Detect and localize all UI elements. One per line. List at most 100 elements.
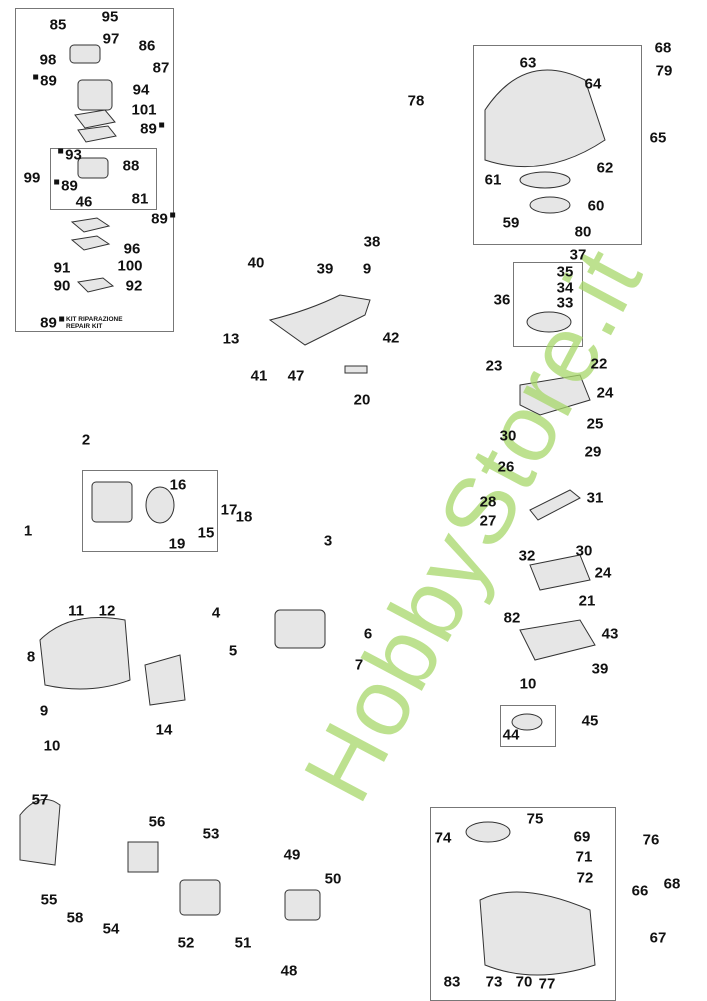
callout: 55 bbox=[40, 891, 58, 909]
callout: 78 bbox=[407, 92, 425, 110]
callout: 71 bbox=[575, 848, 593, 866]
callout: 12 bbox=[98, 602, 116, 620]
callout: 86 bbox=[138, 37, 156, 55]
callout: 25 bbox=[586, 415, 604, 433]
callout: 9 bbox=[362, 260, 372, 278]
carburetor bbox=[179, 879, 221, 916]
callout: 29 bbox=[584, 443, 602, 461]
flywheel-box bbox=[513, 262, 583, 347]
piston bbox=[145, 486, 175, 524]
crankshaft bbox=[529, 489, 581, 521]
callout: 68 bbox=[654, 39, 672, 57]
callout: 89 bbox=[140, 121, 164, 138]
diaphragm bbox=[70, 217, 111, 233]
callout: 80 bbox=[574, 223, 592, 241]
clutch bbox=[511, 713, 543, 731]
callout: 6 bbox=[363, 625, 373, 643]
starter-box bbox=[473, 45, 642, 245]
callout: 4 bbox=[211, 604, 221, 622]
callout: 39 bbox=[591, 660, 609, 678]
callout: 37 bbox=[569, 246, 587, 264]
callout: 69 bbox=[573, 828, 591, 846]
callout: 14 bbox=[155, 721, 173, 739]
callout: 63 bbox=[519, 54, 537, 72]
callout: 100 bbox=[117, 257, 143, 275]
callout: 46 bbox=[75, 193, 93, 211]
callout: 97 bbox=[102, 30, 120, 48]
callout: 32 bbox=[518, 547, 536, 565]
callout: 70 bbox=[515, 973, 533, 991]
callout: 56 bbox=[148, 813, 166, 831]
callout: 15 bbox=[197, 524, 215, 542]
air-filter-cover bbox=[19, 798, 61, 866]
callout: 42 bbox=[382, 329, 400, 347]
callout: 26 bbox=[497, 458, 515, 476]
carburetor-top bbox=[69, 44, 101, 64]
insulator bbox=[284, 889, 321, 921]
callout: 94 bbox=[132, 81, 150, 99]
callout: 17 bbox=[220, 501, 238, 519]
callout: 30 bbox=[499, 427, 517, 445]
callout: 16 bbox=[169, 476, 187, 494]
callout: 89 bbox=[33, 73, 57, 90]
callout: 18 bbox=[235, 508, 253, 526]
callout: 43 bbox=[601, 625, 619, 643]
kit-note-number: 89 bbox=[40, 315, 64, 332]
callout: 64 bbox=[584, 75, 602, 93]
callout: 44 bbox=[502, 726, 520, 744]
callout: 30 bbox=[575, 542, 593, 560]
kit-note-en: REPAIR KIT bbox=[66, 323, 103, 330]
callout: 61 bbox=[484, 171, 502, 189]
crankcase-lower bbox=[529, 554, 591, 591]
callout: 47 bbox=[287, 367, 305, 385]
callout: 51 bbox=[234, 934, 252, 952]
callout: 9 bbox=[39, 702, 49, 720]
callout: 39 bbox=[316, 260, 334, 278]
spark-plug bbox=[344, 365, 368, 374]
fuel-tank bbox=[479, 891, 596, 976]
callout: 22 bbox=[590, 355, 608, 373]
callout: 33 bbox=[556, 294, 574, 312]
pulley bbox=[529, 196, 571, 214]
air-filter bbox=[127, 841, 159, 873]
callout: 59 bbox=[502, 214, 520, 232]
callout: 45 bbox=[581, 712, 599, 730]
callout: 57 bbox=[31, 791, 49, 809]
callout: 92 bbox=[125, 277, 143, 295]
callout: 89 bbox=[54, 178, 78, 195]
callout: 91 bbox=[53, 259, 71, 277]
callout: 31 bbox=[586, 489, 604, 507]
starter-spring bbox=[519, 171, 571, 189]
callout: 38 bbox=[363, 233, 381, 251]
carburetor-body bbox=[77, 79, 113, 111]
metering-cover bbox=[76, 277, 115, 293]
callout: 90 bbox=[53, 277, 71, 295]
crankcase-upper bbox=[519, 374, 591, 416]
callout: 101 bbox=[131, 101, 157, 119]
kit-note-it: KIT RIPARAZIONE bbox=[66, 316, 123, 323]
callout: 73 bbox=[485, 973, 503, 991]
callout: 89 bbox=[151, 211, 175, 228]
engine-mount bbox=[519, 619, 596, 661]
callout: 83 bbox=[443, 973, 461, 991]
wire-harness bbox=[268, 294, 371, 346]
callout: 93 bbox=[58, 147, 82, 164]
callout: 2 bbox=[81, 431, 91, 449]
callout: 35 bbox=[556, 263, 574, 281]
callout: 41 bbox=[250, 367, 268, 385]
callout: 10 bbox=[519, 675, 537, 693]
callout: 75 bbox=[526, 810, 544, 828]
callout: 13 bbox=[222, 330, 240, 348]
callout: 49 bbox=[283, 846, 301, 864]
callout: 66 bbox=[631, 882, 649, 900]
callout: 19 bbox=[168, 535, 186, 553]
callout: 53 bbox=[202, 825, 220, 843]
callout: 40 bbox=[247, 254, 265, 272]
carburetor-gasket bbox=[74, 109, 116, 129]
callout: 88 bbox=[122, 157, 140, 175]
callout: 27 bbox=[479, 512, 497, 530]
diaphragm-2 bbox=[70, 235, 111, 251]
cylinder-box bbox=[82, 470, 218, 552]
callout: 79 bbox=[655, 62, 673, 80]
